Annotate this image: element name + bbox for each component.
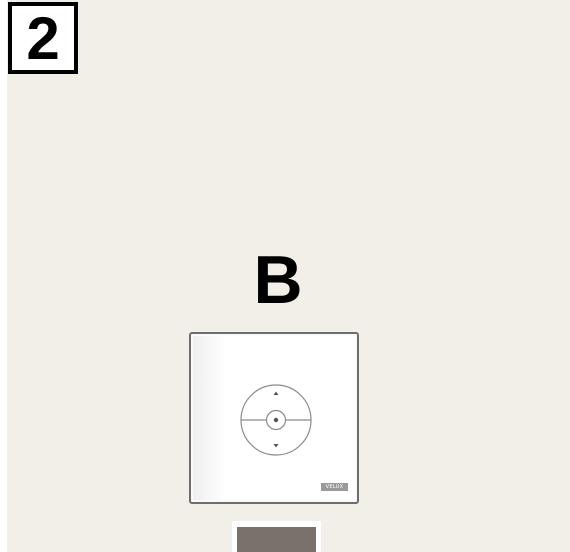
next-illustration-frame <box>232 521 321 552</box>
switch-keypad <box>191 334 361 506</box>
next-illustration-block <box>237 527 316 552</box>
stop-dot-icon <box>274 418 278 422</box>
step-number: 2 <box>26 9 59 69</box>
variant-letter: B <box>228 246 328 314</box>
wall-switch: VELUX <box>189 332 359 504</box>
step-number-box: 2 <box>8 2 78 74</box>
brand-label: VELUX <box>321 483 348 491</box>
